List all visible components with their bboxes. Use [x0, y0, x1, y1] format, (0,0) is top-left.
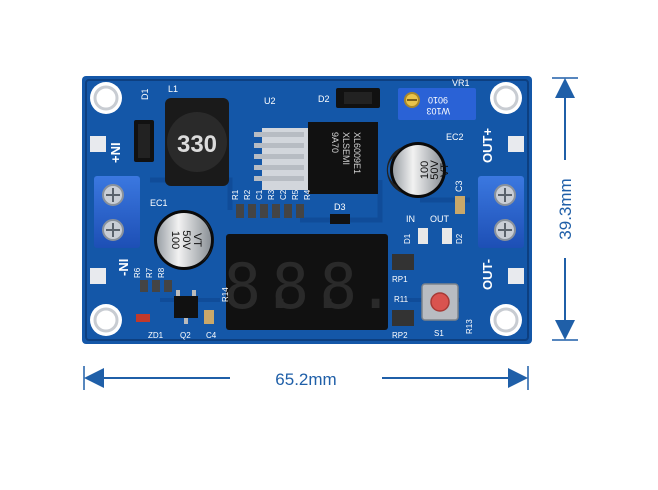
width-dimension-label: 65.2mm — [275, 370, 336, 389]
s1-label: S1 — [434, 329, 444, 338]
out-led-label: OUT — [430, 214, 450, 224]
seven-segment-display: 8. 8. 8. — [224, 234, 395, 330]
resistor-pack-rp2 — [392, 310, 414, 326]
r1-label: R1 — [231, 189, 240, 200]
ec2-text-2: 50V — [429, 160, 441, 180]
r14-label: R14 — [221, 287, 230, 302]
trimmer-text-1: W103 — [426, 106, 450, 116]
capacitor-c4 — [204, 310, 214, 324]
d1-label: D1 — [140, 88, 150, 100]
r3-label: R3 — [267, 189, 276, 200]
width-dimension: 65.2mm — [83, 366, 529, 390]
output-plus-label: OUT+ — [480, 128, 495, 163]
ic-text-line-2: XLSEMI — [341, 132, 351, 165]
zd1-label: ZD1 — [148, 331, 164, 340]
q2-label: Q2 — [180, 331, 191, 340]
solder-pad — [508, 268, 524, 284]
capacitor-ec2: 100 50V VT — [386, 142, 451, 198]
diode-d1 — [134, 120, 154, 162]
diode-d3 — [330, 214, 350, 224]
display-digit-3: 8. — [320, 250, 395, 323]
r11-label: R11 — [394, 295, 409, 304]
trimmer-potentiometer-vr1[interactable]: W103 9010 — [398, 88, 476, 120]
led-d2-label: D2 — [455, 233, 464, 244]
led-in — [418, 228, 428, 244]
ic-xl6009: XL6009E1 XLSEMI 9A70 — [254, 122, 378, 194]
output-terminal-block — [478, 176, 524, 248]
c1-label: C1 — [255, 189, 264, 200]
ec2-text-1: 100 — [419, 161, 431, 179]
display-digit-2: 8. — [272, 250, 347, 323]
resistor-pack-rp1 — [392, 254, 414, 270]
inductor-value: 330 — [177, 131, 217, 158]
solder-pad — [90, 136, 106, 152]
c4-label: C4 — [206, 331, 217, 340]
ec2-text-3: VT — [439, 163, 451, 177]
r13-label: R13 — [465, 319, 474, 334]
ec1-text-2: 50V — [180, 230, 192, 250]
r5-label: R5 — [291, 189, 300, 200]
r8-label: R8 — [157, 267, 166, 278]
r4-label: R4 — [303, 189, 312, 200]
r2-label: R2 — [243, 189, 252, 200]
r7-label: R7 — [145, 267, 154, 278]
d3-label: D3 — [334, 202, 346, 212]
mounting-hole-bl — [90, 304, 122, 336]
d2-label: D2 — [318, 94, 330, 104]
input-minus-label: -NI — [116, 259, 131, 276]
led-d1-label: D1 — [403, 233, 412, 244]
in-led-label: IN — [406, 214, 415, 224]
smd-resistors-left — [140, 280, 172, 292]
rp1-label: RP1 — [392, 275, 408, 284]
display-digit-1: 8. — [224, 250, 299, 323]
height-dimension: 39.3mm — [552, 77, 578, 341]
input-terminal-block — [94, 176, 140, 248]
c2-label: C2 — [279, 189, 288, 200]
led-out — [442, 228, 452, 244]
ec1-text-1: 100 — [169, 231, 181, 249]
vr1-label: VR1 — [452, 78, 470, 88]
r6-label: R6 — [133, 267, 142, 278]
mounting-hole-br — [490, 304, 522, 336]
trimmer-text-2: 9010 — [428, 95, 448, 105]
mounting-hole-tl — [90, 82, 122, 114]
solder-pad — [508, 136, 524, 152]
diode-d2 — [336, 88, 380, 108]
ec1-text-3: VT — [191, 233, 203, 247]
smd-resistor-row — [236, 204, 304, 218]
push-button-s1[interactable] — [421, 283, 459, 321]
height-dimension-label: 39.3mm — [556, 178, 575, 239]
capacitor-c3 — [455, 196, 465, 214]
input-plus-label: +NI — [108, 142, 123, 163]
l1-label: L1 — [168, 84, 178, 94]
transistor-q2 — [174, 290, 198, 324]
ec2-label: EC2 — [446, 132, 464, 142]
inductor-l1: 330 — [165, 98, 229, 186]
u2-label: U2 — [264, 96, 276, 106]
output-minus-label: OUT- — [480, 259, 495, 290]
c3-label: C3 — [454, 180, 464, 192]
ic-text-line-3: 9A70 — [330, 132, 340, 153]
ec1-label: EC1 — [150, 198, 168, 208]
zener-zd1 — [136, 314, 150, 322]
rp2-label: RP2 — [392, 331, 408, 340]
solder-pad — [90, 268, 106, 284]
mounting-hole-tr — [490, 82, 522, 114]
capacitor-ec1: 100 50V VT — [154, 210, 214, 270]
ic-text-line-1: XL6009E1 — [352, 132, 362, 174]
